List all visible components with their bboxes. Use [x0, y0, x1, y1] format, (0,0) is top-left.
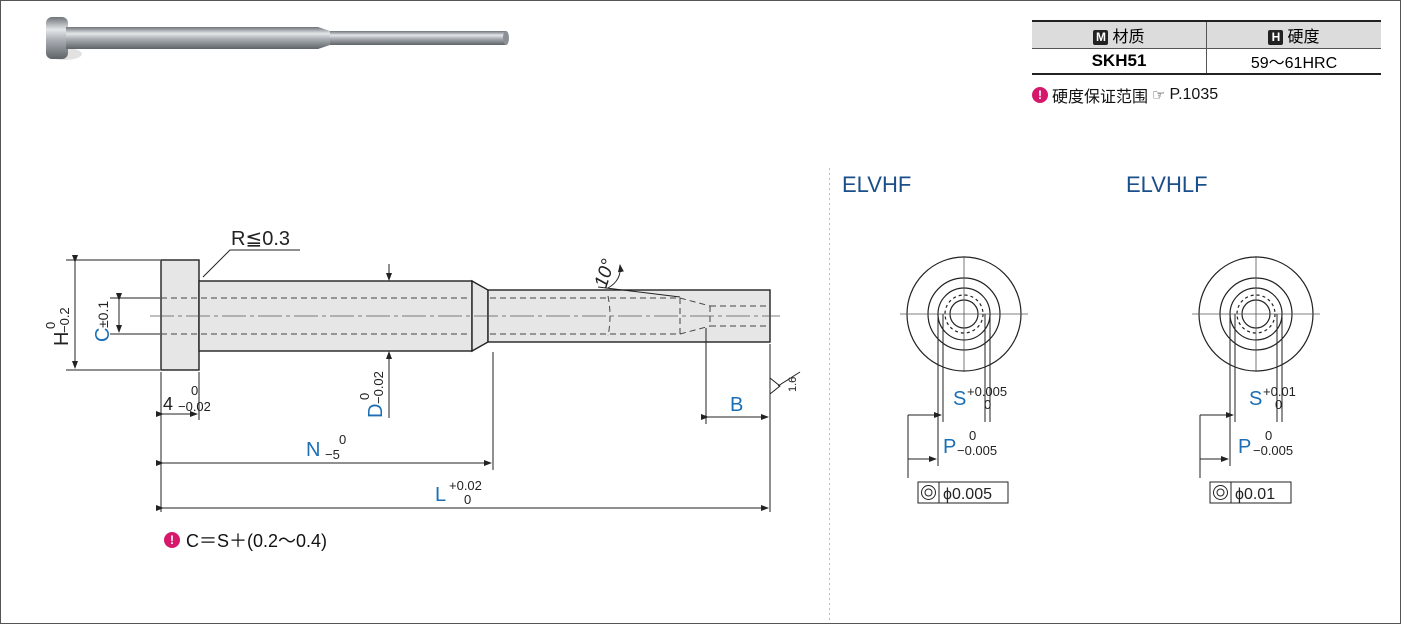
head-thickness-label: 4: [163, 394, 173, 414]
product-photo: [46, 17, 509, 60]
n-label: N: [306, 439, 320, 461]
elvhf-concentricity-value: ϕ0.005: [943, 486, 992, 503]
elvhlf-s-tol-up: +0.01: [1263, 384, 1296, 399]
concentricity-icon: [1213, 485, 1228, 500]
head-tol-up: 0: [191, 383, 198, 398]
radius-label: R≦0.3: [231, 228, 290, 250]
material-value: SKH51: [1032, 48, 1207, 75]
pin-drawing: R≦0.3 10° H 0 −0.2 C ±0.1 D 0 −0.02 4 0 …: [43, 168, 830, 620]
elvhlf-end-view: S +0.01 0 P 0 −0.005 ϕ0.01: [1192, 256, 1320, 504]
h-tol-up: 0: [43, 322, 58, 329]
info-icon: !: [164, 532, 180, 548]
roughness-value: 1.6: [787, 377, 799, 392]
hardness-value: 59～61HRC: [1206, 48, 1381, 75]
clearance-formula: ! C＝S＋(0.2～0.4): [164, 527, 327, 553]
hardness-note: ! 硬度保证范围 ☞ P.1035: [1032, 83, 1218, 107]
elvhf-s-tol-low: 0: [984, 397, 991, 412]
elvhlf-concentricity-frame: ϕ0.01: [1209, 481, 1292, 504]
c-dimension: C ±0.1: [92, 301, 114, 342]
pin-head: [160, 259, 200, 371]
concentricity-icon: [921, 485, 936, 500]
hidden-bore: [161, 295, 770, 337]
c-tol: ±0.1: [95, 301, 111, 328]
elvhf-s-tol-up: +0.005: [967, 384, 1007, 399]
angle-label: 10°: [591, 256, 620, 290]
page-reference-link[interactable]: P.1035: [1169, 86, 1219, 103]
d-dimension: D 0 −0.02: [357, 371, 387, 418]
head-tol-low: −0.02: [178, 399, 211, 414]
elvhf-concentricity-frame: ϕ0.005: [917, 481, 1009, 504]
hardness-badge-icon: H: [1268, 30, 1284, 45]
d-tol-up: 0: [357, 393, 372, 400]
d-label: D: [365, 404, 387, 418]
h-dimension: H 0 −0.2: [43, 307, 73, 346]
elvhf-p-tol-up: 0: [969, 428, 976, 443]
l-tol-low: 0: [464, 492, 471, 507]
d-tol-low: −0.02: [371, 371, 386, 404]
elvhf-end-view: S +0.005 0 P 0 −0.005 ϕ0.005: [900, 256, 1028, 504]
elvhlf-s-label: S: [1249, 388, 1262, 410]
h-tol-low: −0.2: [57, 307, 72, 333]
b-label: B: [730, 394, 743, 416]
elvhf-title: ELVHF: [842, 172, 912, 197]
elvhf-s-label: S: [953, 388, 966, 410]
elvhlf-p-tol-low: −0.005: [1253, 443, 1293, 458]
elvhlf-concentricity-value: ϕ0.01: [1235, 486, 1275, 503]
n-tol-up: 0: [339, 432, 346, 447]
elvhf-p-label: P: [943, 436, 956, 458]
elvhlf-title: ELVHLF: [1126, 172, 1208, 197]
elvhf-p-tol-low: −0.005: [957, 443, 997, 458]
elvhlf-p-label: P: [1238, 436, 1251, 458]
elvhlf-p-tol-up: 0: [1265, 428, 1272, 443]
info-icon: !: [1032, 87, 1048, 103]
material-badge-icon: M: [1093, 30, 1109, 45]
h-label: H: [51, 332, 73, 346]
pointing-hand-icon: ☞: [1152, 87, 1166, 104]
l-tol-up: +0.02: [449, 478, 482, 493]
elvhlf-s-tol-low: 0: [1275, 397, 1282, 412]
l-label: L: [435, 484, 446, 506]
c-label: C: [92, 328, 114, 342]
n-tol-low: −5: [325, 447, 340, 462]
